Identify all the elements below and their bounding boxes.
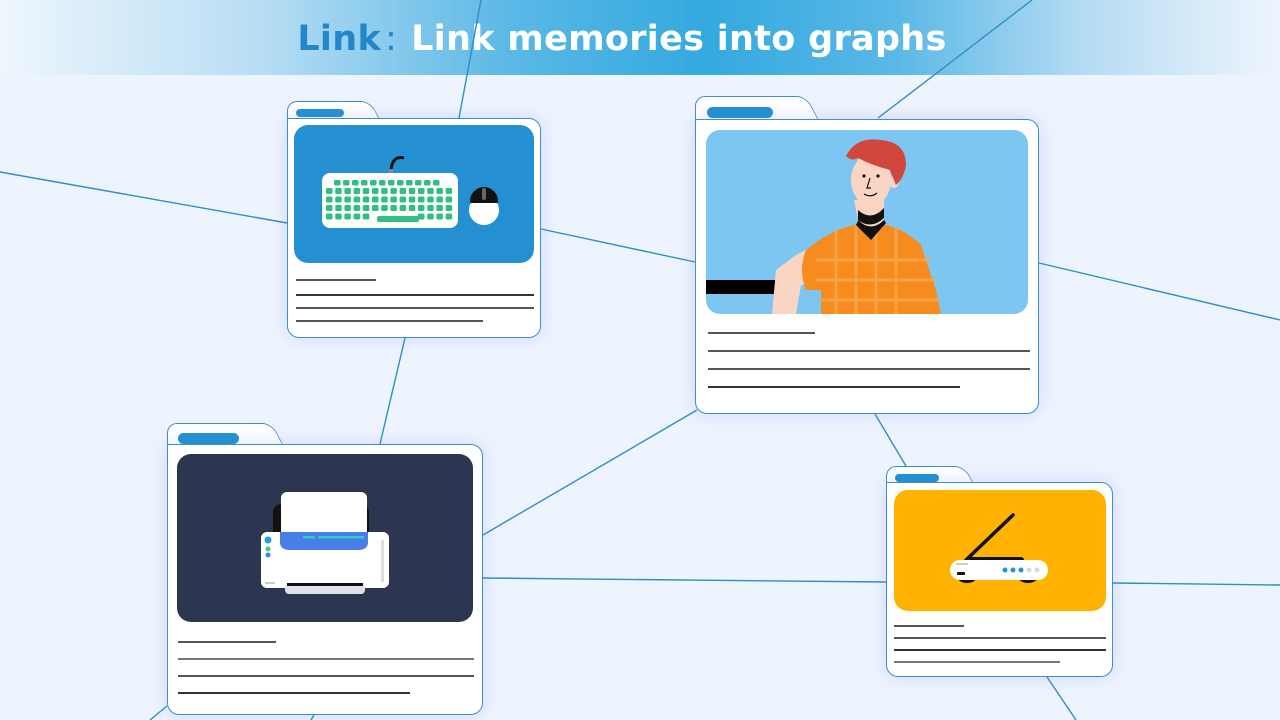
person-memory-card[interactable]	[695, 96, 1039, 414]
text-line	[296, 307, 534, 309]
card-image	[894, 490, 1106, 611]
connector-line	[0, 171, 288, 224]
connector-line	[1038, 262, 1280, 321]
connector-line	[482, 577, 887, 583]
text-line	[894, 637, 1106, 639]
connector-line	[540, 228, 696, 263]
text-line	[894, 625, 964, 627]
keyboard-memory-card[interactable]	[287, 101, 541, 338]
card-image	[294, 125, 534, 263]
title-separator: :	[385, 18, 398, 59]
connector-line	[877, 0, 1033, 119]
connector-line	[482, 409, 698, 536]
header-banner: Link: Link memories into graphs	[0, 0, 1280, 75]
title-text: Link memories into graphs	[411, 18, 947, 59]
printer-memory-card[interactable]	[167, 423, 483, 715]
text-line	[296, 279, 376, 281]
text-line	[178, 692, 410, 694]
text-line	[708, 332, 815, 334]
text-line	[894, 649, 1106, 651]
keyboard-mouse-icon	[322, 156, 499, 228]
text-line	[708, 386, 960, 388]
text-line	[894, 661, 1060, 663]
card-body	[695, 119, 1039, 414]
text-line	[708, 368, 1030, 370]
connector-line	[458, 0, 482, 119]
card-body	[886, 482, 1113, 677]
folder-label-pill	[178, 433, 239, 444]
text-line	[178, 658, 474, 660]
connector-line	[874, 413, 907, 467]
folder-label-pill	[895, 474, 939, 482]
card-body	[167, 444, 483, 715]
folder-label-pill	[296, 109, 344, 117]
text-line	[708, 350, 1030, 352]
person-illustration	[706, 139, 941, 314]
text-line	[296, 320, 483, 322]
router-memory-card[interactable]	[886, 466, 1113, 677]
page-title: Link: Link memories into graphs	[297, 19, 946, 59]
card-image	[706, 130, 1028, 314]
connector-line	[379, 337, 406, 445]
card-body	[287, 118, 541, 338]
router-icon	[950, 513, 1048, 583]
text-line	[296, 294, 534, 296]
connector-line	[1112, 582, 1280, 586]
text-line	[178, 675, 474, 677]
connector-line	[149, 705, 168, 720]
title-keyword: Link	[297, 18, 382, 59]
text-line	[178, 641, 276, 643]
connector-line	[1046, 676, 1077, 720]
folder-label-pill	[707, 107, 773, 118]
connector-line	[310, 714, 315, 720]
card-image	[177, 454, 473, 622]
printer-icon	[261, 492, 389, 594]
